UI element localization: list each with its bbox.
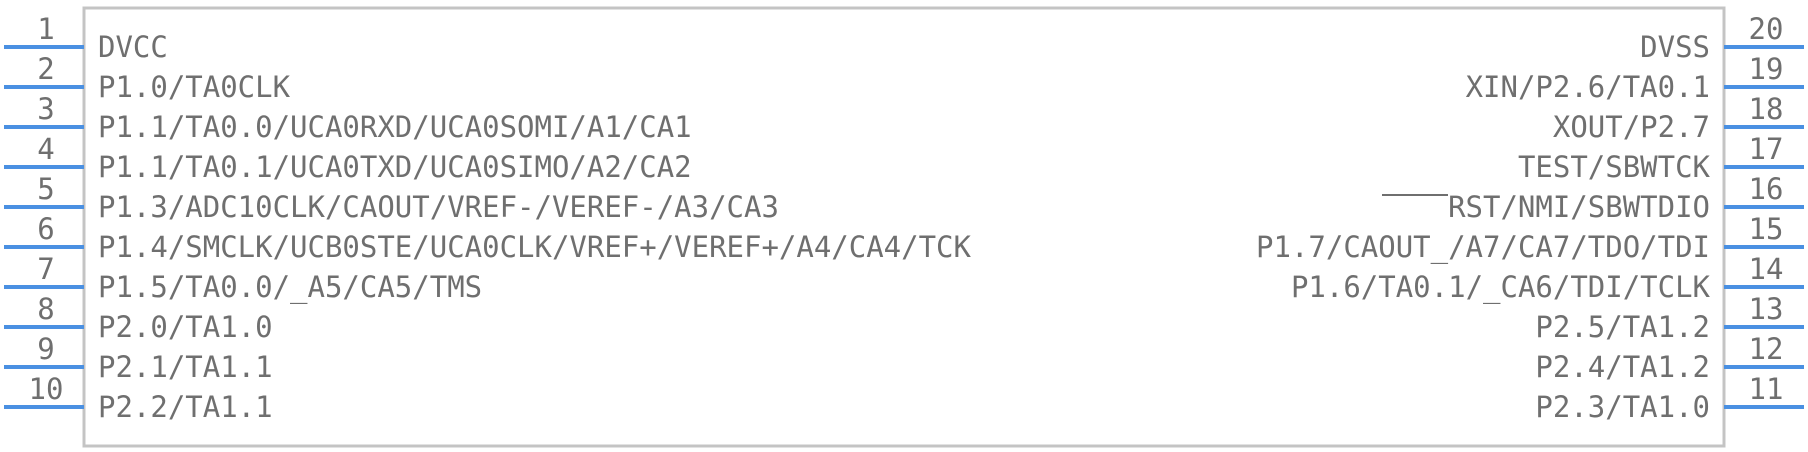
left-pin-8-name: P2.0/TA1.0: [98, 310, 273, 344]
left-pin-7-number: 7: [37, 252, 54, 286]
right-pin-15-name: P1.7/CAOUT_/A7/CA7/TDO/TDI: [1256, 230, 1710, 265]
left-pin-3-number: 3: [37, 92, 54, 126]
right-pin-17-name: TEST/SBWTCK: [1518, 150, 1711, 184]
left-pin-1-number: 1: [37, 12, 54, 46]
left-pin-2-number: 2: [37, 52, 54, 86]
right-pin-20-name: DVSS: [1640, 30, 1710, 64]
right-pin-19-number: 19: [1749, 52, 1784, 86]
right-pin-12-number: 12: [1749, 332, 1784, 366]
right-pin-11-number: 11: [1749, 372, 1784, 406]
left-pin-9-number: 9: [37, 332, 54, 366]
right-pin-17-number: 17: [1749, 132, 1784, 166]
right-pin-14-name: P1.6/TA0.1/_CA6/TDI/TCLK: [1291, 270, 1711, 305]
left-pin-4-name: P1.1/TA0.1/UCA0TXD/UCA0SIMO/A2/CA2: [98, 150, 692, 184]
left-pin-7-name: P1.5/TA0.0/_A5/CA5/TMS: [98, 270, 482, 305]
left-pin-9-name: P2.1/TA1.1: [98, 350, 273, 384]
left-pin-5-name: P1.3/ADC10CLK/CAOUT/VREF-/VEREF-/A3/CA3: [98, 190, 779, 224]
left-pin-6-number: 6: [37, 212, 54, 246]
right-pin-16-number: 16: [1749, 172, 1784, 206]
right-pin-11-name: P2.3/TA1.0: [1535, 390, 1710, 424]
right-pin-19-name: XIN/P2.6/TA0.1: [1466, 70, 1710, 104]
right-pin-18-name: XOUT/P2.7: [1553, 110, 1710, 144]
right-pin-13-number: 13: [1749, 292, 1784, 326]
right-pin-15-number: 15: [1749, 212, 1784, 246]
ic-body: [82, 6, 1726, 448]
left-pin-10-number: 10: [29, 372, 64, 406]
right-pin-16-name: RST/NMI/SBWTDIO: [1448, 190, 1710, 224]
left-pin-1-name: DVCC: [98, 30, 168, 64]
left-pin-5-number: 5: [37, 172, 54, 206]
left-pin-4-number: 4: [37, 132, 54, 166]
left-pin-10-name: P2.2/TA1.1: [98, 390, 273, 424]
left-pin-8-number: 8: [37, 292, 54, 326]
right-pin-12-name: P2.4/TA1.2: [1535, 350, 1710, 384]
right-pin-14-number: 14: [1749, 252, 1784, 286]
right-pin-20-number: 20: [1749, 12, 1784, 46]
left-pin-2-name: P1.0/TA0CLK: [98, 70, 291, 104]
left-pin-3-name: P1.1/TA0.0/UCA0RXD/UCA0SOMI/A1/CA1: [98, 110, 692, 144]
left-pin-6-name: P1.4/SMCLK/UCB0STE/UCA0CLK/VREF+/VEREF+/…: [98, 230, 972, 264]
right-pin-18-number: 18: [1749, 92, 1784, 126]
right-pin-13-name: P2.5/TA1.2: [1535, 310, 1710, 344]
